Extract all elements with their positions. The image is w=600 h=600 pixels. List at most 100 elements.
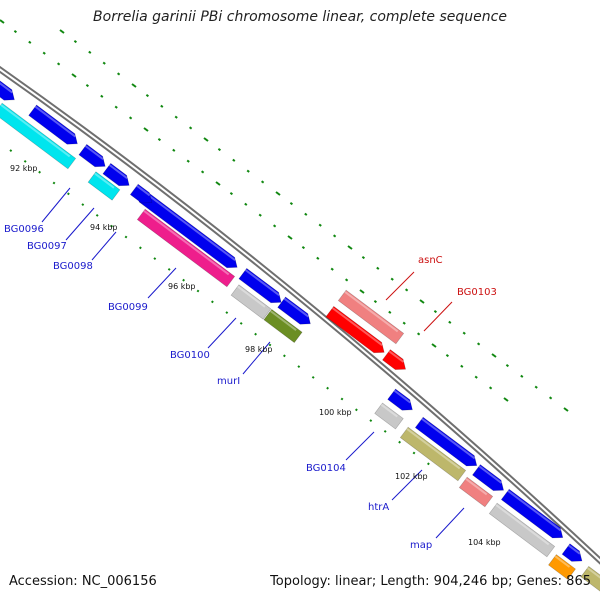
gene-bg0100-feature-sheen (237, 285, 266, 308)
gene-bg0097-feature[interactable] (87, 171, 121, 201)
gene-htrA-feature-sheen (406, 428, 461, 470)
tick-mark (131, 83, 137, 88)
gene-map-upper-feature-sheen (507, 490, 562, 532)
tick-mark (258, 213, 262, 217)
tick-mark (283, 354, 286, 358)
gene-bg0098-upper-feature-sheen (108, 164, 128, 179)
tick-mark (462, 331, 466, 335)
gene-bg0109-feature-sheen (586, 567, 600, 582)
gene-label[interactable]: BG0100 (170, 350, 210, 361)
gene-bg0096-feature-shape (0, 102, 77, 170)
tick-mark (304, 212, 308, 216)
tick-mark (491, 353, 497, 358)
gene-bg0096-upper-feature[interactable] (28, 104, 82, 149)
tick-mark (81, 203, 85, 206)
tick-mark (534, 385, 538, 389)
tick-mark (355, 408, 358, 412)
tick-mark (431, 343, 437, 348)
tick-mark (246, 169, 250, 173)
gene-bg0100-upper-feature[interactable] (238, 267, 285, 307)
tick-mark (287, 235, 293, 240)
tick-mark (427, 462, 430, 466)
gene-bg0106-feature[interactable] (488, 502, 556, 558)
tick-mark (229, 192, 233, 196)
tick-mark (203, 137, 209, 142)
gene-murI-feature-sheen (269, 310, 297, 331)
tick-mark (445, 353, 449, 358)
leader-line (385, 271, 415, 301)
tick-mark (477, 342, 481, 346)
gene-bg0095-feature-sheen (0, 79, 13, 94)
tick-mark (373, 299, 377, 304)
gene-bg0097-upper-feature[interactable] (78, 143, 109, 171)
gene-bg0100-feature[interactable] (230, 284, 272, 320)
tick-mark (333, 234, 337, 238)
gene-bg0104-feature[interactable] (374, 402, 404, 430)
gene-htrA-upper-feature-shape (472, 464, 504, 491)
tick-mark (301, 246, 305, 250)
tick-mark (417, 332, 421, 336)
tick-mark (254, 332, 257, 336)
gene-BG0103-feature-shape (325, 305, 385, 354)
gene-BG0103-feature[interactable] (325, 305, 388, 357)
tick-mark (189, 126, 193, 130)
tick-mark (316, 256, 320, 260)
chromosome-backbone (0, 65, 600, 565)
tick-mark (167, 267, 171, 271)
gene-bg0099-upper-feature-sheen (144, 192, 236, 261)
gene-bg0096-upper-feature-sheen (34, 105, 76, 138)
gene-label[interactable]: asnC (418, 255, 443, 266)
gene-label[interactable]: BG0098 (53, 261, 93, 272)
gene-label[interactable]: map (410, 540, 432, 551)
tick-mark (261, 180, 265, 184)
gene-bg0104-feature-shape (374, 402, 404, 430)
tick-mark (211, 300, 214, 304)
gene-label[interactable]: murI (217, 376, 240, 387)
scale-label: 104 kbp (468, 538, 501, 547)
gene-BG0103b-feature-shape (382, 349, 406, 370)
gene-bg0096-feature[interactable] (0, 102, 77, 170)
gene-BG0103b-feature-sheen (388, 350, 405, 363)
gene-asnC-feature[interactable] (337, 289, 405, 345)
gene-map-upper-feature[interactable] (500, 488, 566, 543)
tick-mark (42, 51, 46, 55)
gene-htrA-feature[interactable] (399, 426, 467, 482)
gene-map-feature[interactable] (458, 476, 494, 508)
gene-bg0099-feature-shape (136, 208, 236, 288)
tick-mark (73, 39, 78, 44)
gene-bg0104-upper-feature[interactable] (387, 388, 417, 415)
gene-label[interactable]: BG0099 (108, 302, 148, 313)
gene-bg0104b-upper-feature[interactable] (414, 416, 480, 471)
tick-mark (52, 181, 56, 185)
leader-line (423, 301, 453, 332)
tick-mark (0, 19, 5, 24)
tick-mark (38, 170, 41, 174)
gene-label[interactable]: htrA (368, 502, 389, 513)
gene-bg0099-feature[interactable] (136, 208, 236, 288)
tick-mark (232, 158, 236, 162)
gene-murI-upper-feature-shape (277, 296, 311, 325)
gene-bg0095-feature[interactable] (0, 78, 18, 105)
gene-bg0108-feature[interactable] (548, 554, 576, 580)
backbone-highlight (0, 68, 600, 563)
gene-bg0098-upper-feature[interactable] (102, 162, 133, 190)
gene-htrA-upper-feature[interactable] (472, 464, 508, 496)
leader-line (345, 431, 375, 461)
tick-mark (345, 278, 349, 282)
gene-bg0106-feature-sheen (495, 504, 550, 546)
gene-bg0098-feature[interactable] (129, 183, 155, 208)
gene-BG0103b-feature[interactable] (382, 349, 410, 375)
gene-bg0107-feature[interactable] (561, 543, 586, 566)
gene-label[interactable]: BG0096 (4, 224, 44, 235)
tick-mark (13, 29, 17, 34)
gene-murI-upper-feature[interactable] (277, 296, 315, 329)
tick-mark (330, 267, 334, 271)
gene-label[interactable]: BG0097 (27, 241, 67, 252)
gene-label[interactable]: BG0104 (306, 463, 346, 474)
gene-bg0109-feature[interactable] (580, 565, 600, 595)
tick-mark (244, 202, 248, 206)
tick-mark (474, 375, 478, 379)
gene-label[interactable]: BG0103 (457, 287, 497, 298)
scale-label: 98 kbp (245, 345, 273, 354)
gene-murI-feature[interactable] (263, 308, 303, 344)
